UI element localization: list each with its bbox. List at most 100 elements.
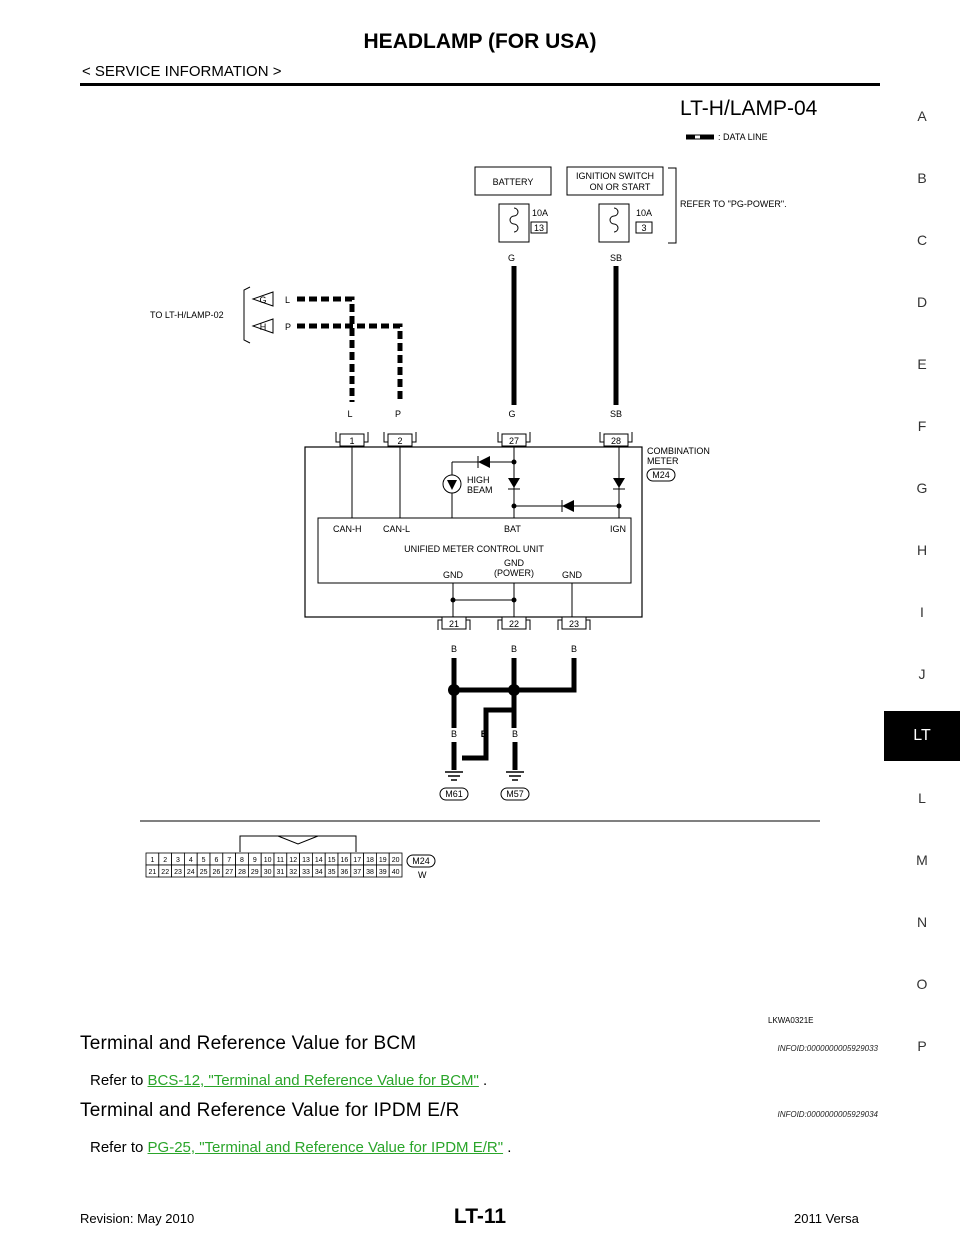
connector-pin-number: 31 bbox=[277, 869, 285, 876]
link-bcs-12[interactable]: BCS-12, "Terminal and Reference Value fo… bbox=[147, 1072, 479, 1089]
diagram-code: LT-H/LAMP-04 bbox=[680, 97, 818, 120]
connector-pin-number: 5 bbox=[202, 857, 206, 864]
connector-pin-number: 1 bbox=[150, 857, 154, 864]
ground-wire-23 bbox=[454, 658, 577, 693]
tab-i[interactable]: I bbox=[920, 604, 924, 620]
high-label: HIGH bbox=[467, 475, 490, 485]
to-ref-label: TO LT-H/LAMP-02 bbox=[150, 310, 224, 320]
m61-badge bbox=[439, 787, 469, 801]
connector-pin-number: 16 bbox=[341, 857, 349, 864]
tab-p[interactable]: P bbox=[917, 1038, 927, 1054]
diode-4 bbox=[562, 500, 574, 512]
m57-label: M57 bbox=[506, 789, 524, 799]
tab-n[interactable]: N bbox=[916, 914, 928, 930]
refer-line-bcm: Refer to BCS-12, "Terminal and Reference… bbox=[90, 1072, 487, 1089]
ignition-label-2: ON OR START bbox=[590, 182, 651, 192]
legend-text: : DATA LINE bbox=[718, 132, 768, 142]
gnd-left-terminal: GND bbox=[443, 570, 464, 580]
can-h-terminal: CAN-H bbox=[333, 524, 362, 534]
connector-hood bbox=[239, 835, 357, 852]
junction-5 bbox=[511, 597, 517, 603]
wire-b-label-m57: B bbox=[512, 729, 518, 739]
junction-3 bbox=[616, 503, 622, 509]
can-l-terminal: CAN-L bbox=[383, 524, 410, 534]
battery-label: BATTERY bbox=[493, 177, 534, 187]
fuse-13-box bbox=[498, 203, 530, 243]
ground-symbol-m61 bbox=[445, 771, 463, 781]
connector-pin-number: 18 bbox=[366, 857, 374, 864]
pin-2-box bbox=[387, 433, 413, 447]
pin-22-box bbox=[501, 616, 527, 630]
connector-pin-number: 21 bbox=[149, 869, 157, 876]
connector-pin-number: 25 bbox=[200, 869, 208, 876]
diode-3 bbox=[613, 478, 625, 488]
tab-d[interactable]: D bbox=[916, 294, 928, 310]
connector-pin-number: 28 bbox=[238, 869, 246, 876]
fuse-13-numbox bbox=[530, 221, 548, 234]
connector-pin-number: 8 bbox=[240, 857, 244, 864]
meter-label-2: METER bbox=[647, 456, 679, 466]
refer-line-ipdm: Refer to PG-25, "Terminal and Reference … bbox=[90, 1139, 511, 1156]
tab-f[interactable]: F bbox=[917, 418, 927, 434]
refer-prefix-bcm: Refer to bbox=[90, 1072, 148, 1089]
connector-pin-number: 26 bbox=[213, 869, 221, 876]
tab-o[interactable]: O bbox=[916, 976, 928, 992]
pin-28-box bbox=[603, 433, 629, 447]
connector-pin-number: 2 bbox=[163, 857, 167, 864]
connector-pin-number: 10 bbox=[264, 857, 272, 864]
wire-b-label-link: B bbox=[481, 729, 488, 739]
ground-wire-m61-link bbox=[462, 690, 517, 761]
connector-pin-number: 13 bbox=[302, 857, 310, 864]
unified-meter-control-unit bbox=[317, 517, 632, 584]
tab-j[interactable]: J bbox=[918, 666, 926, 682]
header-rule bbox=[80, 83, 880, 86]
connector-g-label: G bbox=[259, 295, 266, 305]
to-ref-bracket bbox=[243, 286, 251, 344]
tab-m[interactable]: M bbox=[916, 852, 928, 868]
battery-box bbox=[474, 166, 552, 196]
wire-sb-label: SB bbox=[610, 409, 622, 419]
combination-meter-box bbox=[304, 446, 643, 618]
connector-pin-number: 36 bbox=[341, 869, 349, 876]
tab-h[interactable]: H bbox=[916, 542, 928, 558]
connector-pin-number: 20 bbox=[392, 857, 400, 864]
tab-e[interactable]: E bbox=[917, 356, 927, 372]
wire-g-label: G bbox=[508, 409, 515, 419]
wire-l-label-left: L bbox=[285, 295, 290, 305]
footer-revision: Revision: May 2010 bbox=[80, 1211, 195, 1226]
m61-label: M61 bbox=[445, 789, 463, 799]
meter-label-1: COMBINATION bbox=[647, 446, 710, 456]
footer-model: 2011 Versa bbox=[794, 1211, 859, 1226]
pin-2-label: 2 bbox=[397, 436, 402, 446]
section-title-ipdm: Terminal and Reference Value for IPDM E/… bbox=[80, 1100, 460, 1121]
tab-g[interactable]: G bbox=[916, 480, 928, 496]
umcu-label: UNIFIED METER CONTROL UNIT bbox=[404, 544, 544, 554]
tab-b[interactable]: B bbox=[917, 170, 927, 186]
m24-badge bbox=[646, 468, 676, 482]
connector-pin-number: 19 bbox=[379, 857, 387, 864]
wire-p-label: P bbox=[395, 409, 401, 419]
pin-28-label: 28 bbox=[611, 436, 621, 446]
fuse-3-amp: 10A bbox=[636, 208, 652, 218]
tab-l[interactable]: L bbox=[918, 790, 926, 806]
link-pg-25[interactable]: PG-25, "Terminal and Reference Value for… bbox=[147, 1139, 504, 1156]
pin-21-label: 21 bbox=[449, 619, 459, 629]
connector-pin-number: 24 bbox=[187, 869, 195, 876]
wire-b-label-m61: B bbox=[451, 729, 457, 739]
tab-c[interactable]: C bbox=[916, 232, 928, 248]
connector-pin-number: 39 bbox=[379, 869, 387, 876]
connector-pin-number: 17 bbox=[353, 857, 361, 864]
wire-b-label-21: B bbox=[451, 644, 457, 654]
ground-splice-1 bbox=[448, 684, 460, 696]
connector-g-arrow bbox=[251, 291, 274, 307]
m24-badge-label: M24 bbox=[652, 470, 670, 480]
pin-23-label: 23 bbox=[569, 619, 579, 629]
refer-label: REFER TO "PG-POWER". bbox=[680, 199, 787, 209]
connector-pin-number: 38 bbox=[366, 869, 374, 876]
tab-lt-active[interactable]: LT bbox=[884, 711, 960, 761]
m57-badge bbox=[500, 787, 530, 801]
tab-a[interactable]: A bbox=[917, 108, 927, 124]
fuse-13-symbol bbox=[509, 207, 519, 233]
connector-pin-number: 23 bbox=[174, 869, 182, 876]
